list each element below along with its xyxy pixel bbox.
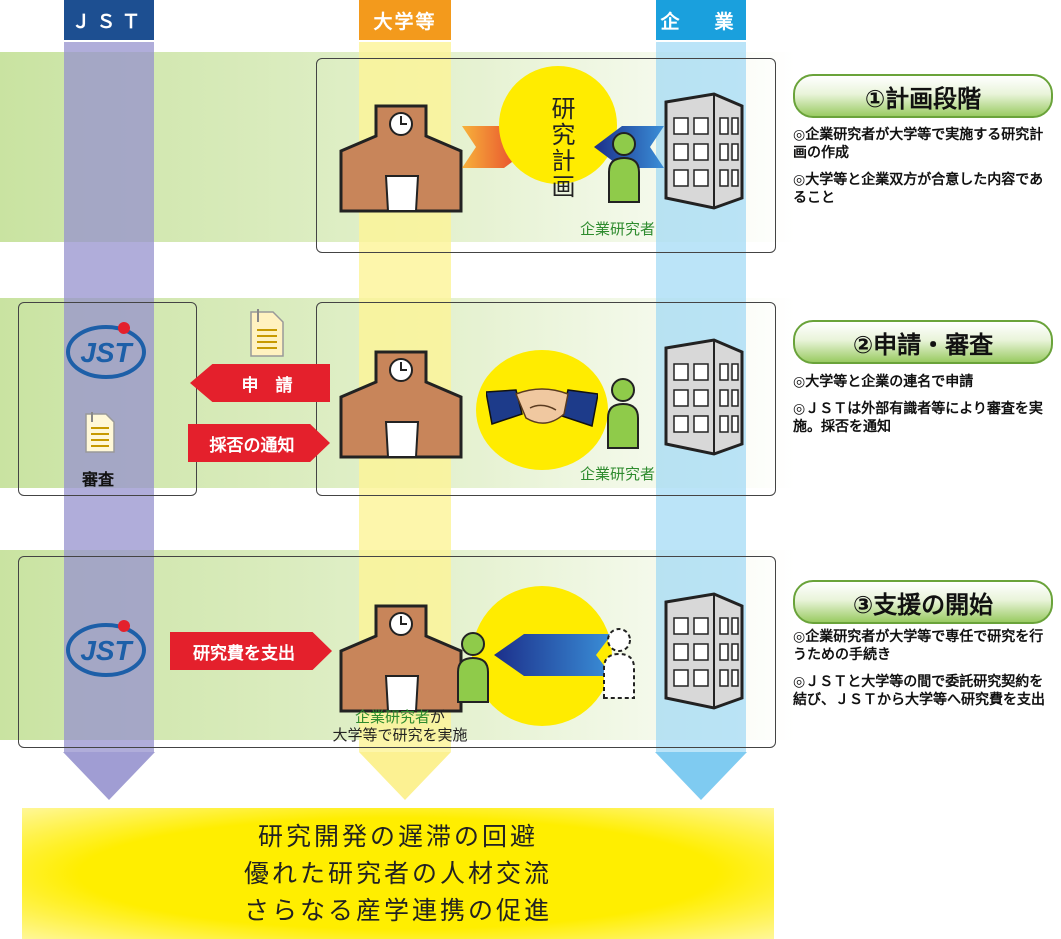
company-building-icon <box>664 92 744 210</box>
university-building-icon <box>339 350 463 459</box>
fund-arrow: 研究費を支出 <box>170 632 332 670</box>
stage1-bullet-1: ◎企業研究者が大学等で実施する研究計画の作成 <box>793 127 1044 161</box>
stage3-caption-suffix: が <box>430 708 446 726</box>
stage1-title: ①計画段階 <box>793 74 1053 118</box>
stage2-bullet-2: ◎ＪＳＴは外部有識者等により審査を実施。採否を通知 <box>793 401 1043 435</box>
absent-researcher-icon <box>603 628 635 699</box>
stage2-jst-box <box>18 302 197 496</box>
stage2-bullet-1: ◎大学等と企業の連名で申請 <box>793 374 974 390</box>
company-to-univ-arrow <box>494 634 612 676</box>
stage3-bullets: ◎企業研究者が大学等で専任で研究を行うための手続き ◎ＪＳＴと大学等の間で委託研… <box>793 628 1055 718</box>
company-building-icon <box>664 338 744 456</box>
outcome-1: 研究開発の遅滞の回避 <box>257 822 538 851</box>
stage3-caption: 企業研究者が 大学等で研究を実施 <box>300 708 500 744</box>
review-label: 審査 <box>82 470 115 489</box>
stage1-bullet-2: ◎大学等と企業双方が合意した内容であること <box>793 172 1044 206</box>
jst-lane-header: ＪＳＴ <box>64 0 154 40</box>
application-document-icon <box>250 309 284 357</box>
apply-arrow: 申 請 <box>190 364 330 402</box>
stage3-bullet-1: ◎企業研究者が大学等で専任で研究を行うための手続き <box>793 629 1044 663</box>
stage3-bullet-2: ◎ＪＳＴと大学等の間で委託研究契約を結び、ＪＳＴから大学等へ研究費を支出 <box>793 674 1045 708</box>
handshake-icon <box>486 388 598 427</box>
outcome-3: さらなる産学連携の促進 <box>243 896 552 925</box>
stage2-researcher-label: 企業研究者 <box>580 465 656 483</box>
svg-text:JST: JST <box>80 337 134 368</box>
svg-text:JST: JST <box>80 635 134 666</box>
stage1-bullets: ◎企業研究者が大学等で実施する研究計画の作成 ◎大学等と企業双方が合意した内容で… <box>793 126 1055 216</box>
outcomes-box: 研究開発の遅滞の回避 優れた研究者の人材交流 さらなる産学連携の促進 <box>22 808 774 939</box>
jst-logo-icon: JST <box>66 322 146 379</box>
researcher-icon <box>457 632 489 703</box>
stage3-box <box>18 556 776 748</box>
researcher-icon <box>608 132 640 203</box>
jst-logo-icon: JST <box>66 620 146 677</box>
stage2-bullets: ◎大学等と企業の連名で申請 ◎ＪＳＴは外部有識者等により審査を実施。採否を通知 <box>793 373 1055 445</box>
plan-circle <box>499 66 617 184</box>
stage3-caption-line2: 大学等で研究を実施 <box>332 726 468 744</box>
stage3-researcher-label: 企業研究者 <box>354 708 430 726</box>
jst-lane-arrow <box>63 752 155 800</box>
outcome-2: 優れた研究者の人材交流 <box>243 859 552 888</box>
company-building-icon <box>664 592 744 710</box>
plan-text: 研究計画 <box>547 96 575 200</box>
univ-lane-header: 大学等 <box>359 0 451 40</box>
stage1-researcher-label: 企業研究者 <box>580 220 656 238</box>
univ-lane-arrow <box>359 752 451 800</box>
researcher-icon <box>607 378 639 449</box>
university-building-icon <box>339 604 463 713</box>
company-lane-header: 企 業 <box>656 0 746 40</box>
university-building-icon <box>339 104 463 213</box>
stage1-box <box>316 58 776 253</box>
stage3-title: ③支援の開始 <box>793 580 1053 624</box>
notify-arrow: 採否の通知 <box>188 424 330 462</box>
document-icon <box>85 412 115 453</box>
company-lane-arrow <box>655 752 747 800</box>
stage2-title: ②申請・審査 <box>793 320 1053 364</box>
